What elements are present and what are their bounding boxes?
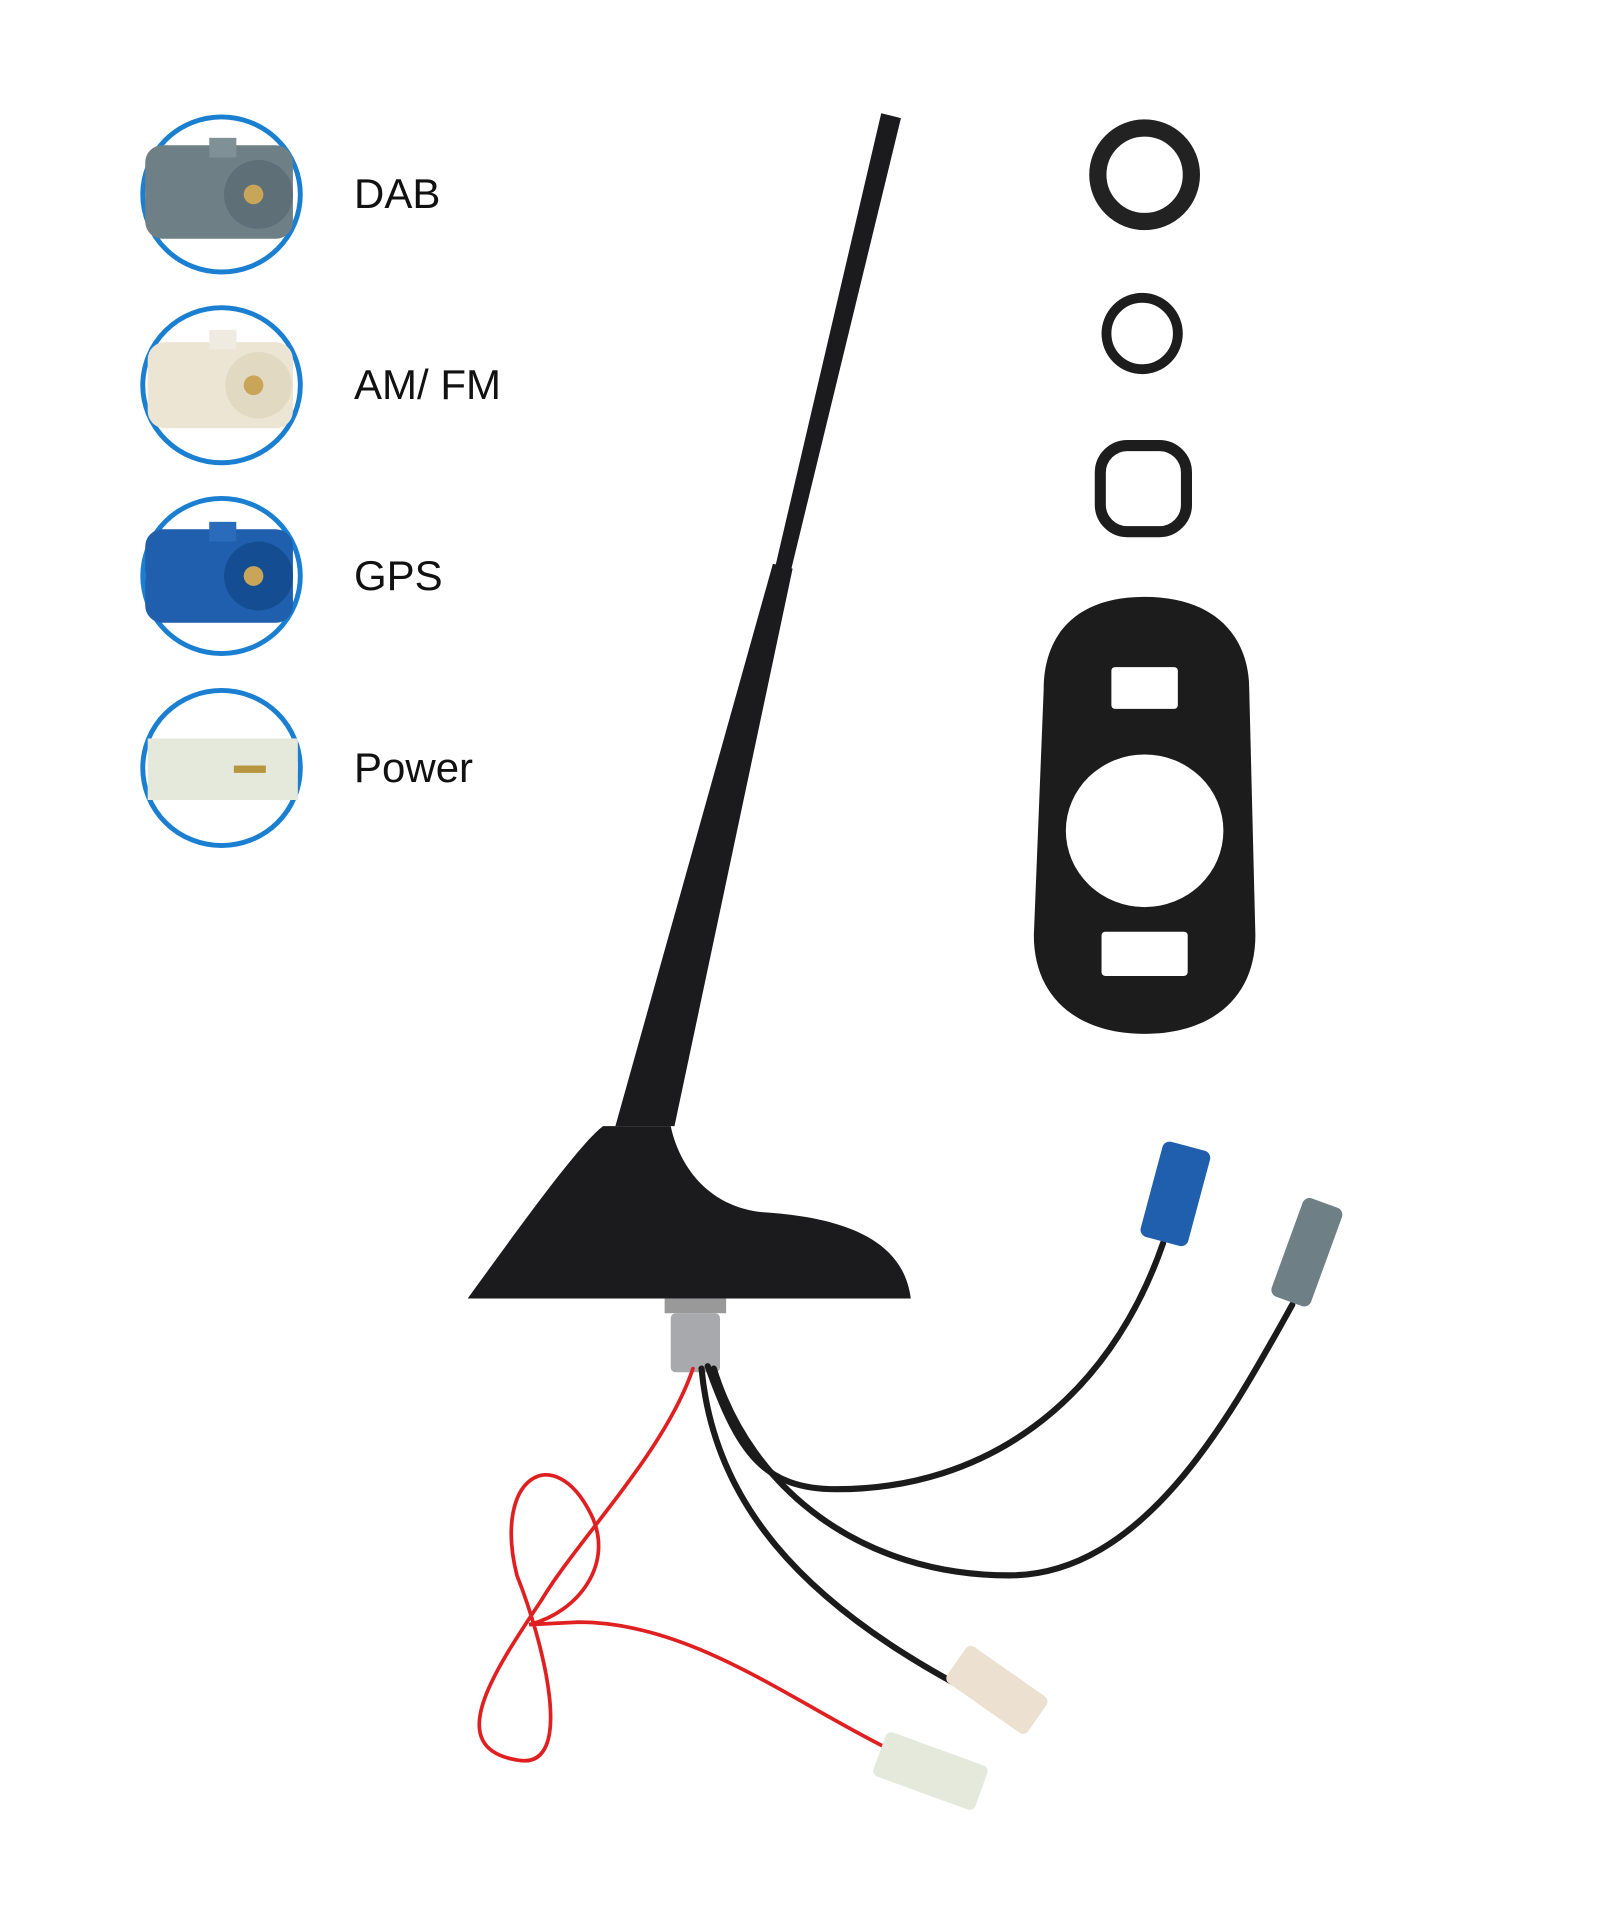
power-cable-connector-icon <box>873 1732 988 1810</box>
legend-label-am-fm: AM/ FM <box>354 361 501 408</box>
legend-label-gps: GPS <box>354 552 443 599</box>
power-connector-icon <box>140 688 303 848</box>
legend-label-power: Power <box>354 744 474 791</box>
base-gasket-plate-icon <box>1033 596 1256 1034</box>
dab-connector-icon <box>140 114 303 275</box>
legend-label-dab: DAB <box>354 170 441 217</box>
antenna-icon <box>467 113 911 1373</box>
gps-cable-connector-icon <box>1140 1141 1211 1247</box>
am-fm-cable-connector-icon <box>946 1645 1048 1734</box>
gps-connector-icon <box>140 496 303 656</box>
dab-cable-connector-icon <box>1271 1198 1343 1307</box>
cables-icon <box>477 1240 1296 1763</box>
seal-ring-icon <box>1101 292 1183 375</box>
mounting-ring-icon <box>1089 119 1201 231</box>
am-fm-connector-icon <box>140 305 303 466</box>
square-gasket-icon <box>1094 440 1192 538</box>
